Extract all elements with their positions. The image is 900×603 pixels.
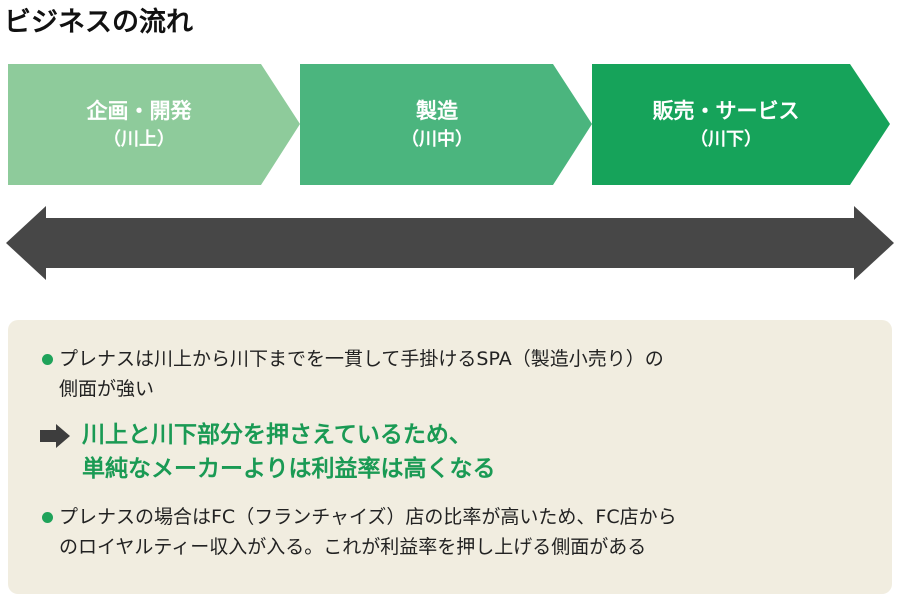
chevron-shape [300, 64, 592, 185]
bullet-line: プレナスの場合はFC（フランチャイズ）店の比率が高いため、FC店から [59, 506, 677, 528]
chevron-shape [592, 64, 890, 185]
right-arrow-icon [40, 424, 70, 448]
chevron-shape [8, 64, 300, 185]
bullet-dot-icon [42, 354, 53, 365]
stage-sales-service: 販売・サービス （川下） [592, 64, 892, 185]
highlight-text: 川上と川下部分を押さえているため、 単純なメーカーよりは利益率は高くなる [82, 418, 496, 486]
stage-label: 企画・開発 [86, 98, 192, 123]
double-headed-arrow-icon [6, 206, 894, 280]
highlight-line: 川上と川下部分を押さえているため、 [82, 422, 472, 448]
highlight-conclusion: 川上と川下部分を押さえているため、 単純なメーカーよりは利益率は高くなる [40, 418, 496, 486]
page-title: ビジネスの流れ [4, 7, 193, 38]
bullet-line: 側面が強い [59, 378, 155, 400]
bullet-text: プレナスは川上から川下までを一貫して手掛けるSPA（製造小売り）の 側面が強い [59, 344, 859, 404]
stage-label: 販売・サービス [652, 98, 800, 123]
bullet-item-fc: プレナスの場合はFC（フランチャイズ）店の比率が高いため、FC店から のロイヤル… [42, 502, 859, 562]
stage-sub-label: （川上） [103, 128, 175, 150]
bullet-dot-icon [42, 512, 53, 523]
highlight-line: 単純なメーカーよりは利益率は高くなる [82, 456, 496, 482]
info-panel [8, 320, 892, 594]
stage-sub-label: （川下） [690, 128, 762, 150]
stage-sub-label: （川中） [401, 128, 473, 150]
bullet-item-spa: プレナスは川上から川下までを一貫して手掛けるSPA（製造小売り）の 側面が強い [42, 344, 859, 404]
bullet-text: プレナスの場合はFC（フランチャイズ）店の比率が高いため、FC店から のロイヤル… [59, 502, 859, 562]
stage-planning-development: 企画・開発 （川上） [8, 64, 300, 185]
stage-label: 製造 [416, 98, 458, 123]
stage-manufacturing: 製造 （川中） [300, 64, 592, 185]
bullet-line: のロイヤルティー収入が入る。これが利益率を押し上げる側面がある [59, 536, 647, 558]
bullet-line: プレナスは川上から川下までを一貫して手掛けるSPA（製造小売り）の [59, 348, 664, 370]
